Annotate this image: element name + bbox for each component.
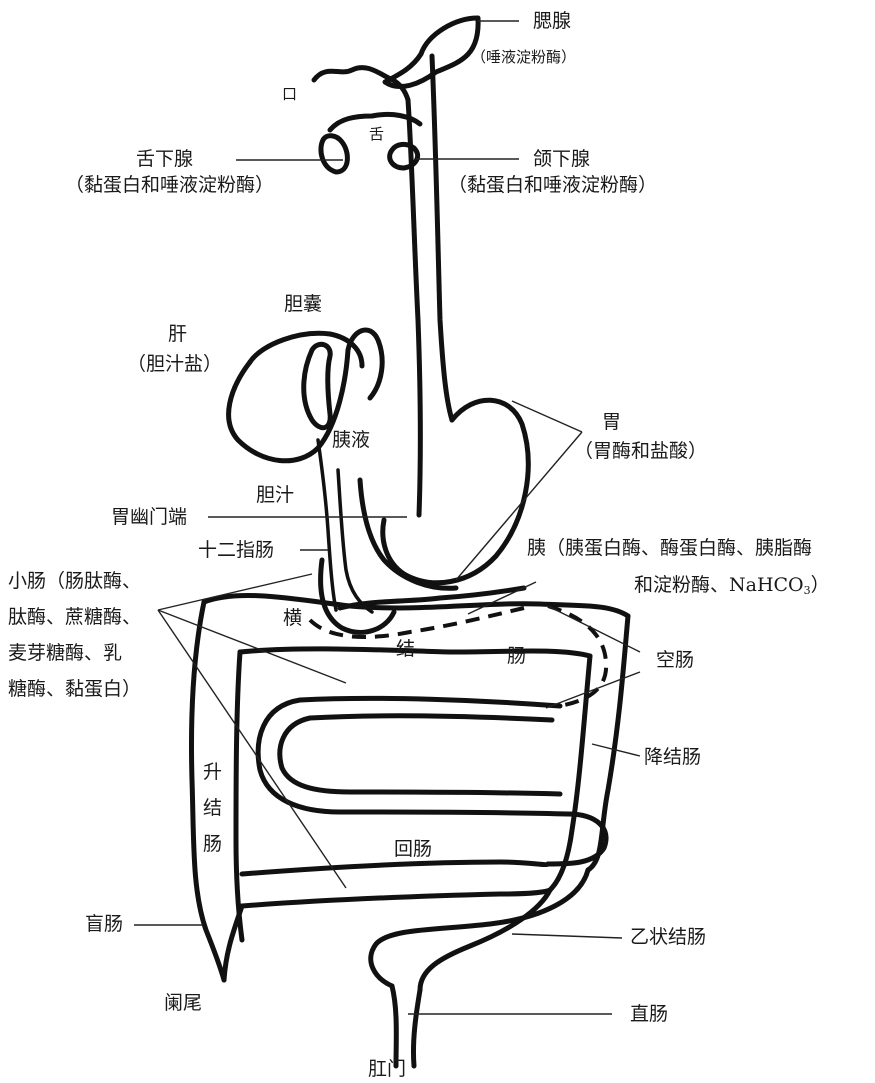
descending-colon-outer xyxy=(588,616,628,870)
label-transverse-3: 肠 xyxy=(507,647,526,666)
label-pancreas-enzymes: 胰（胰蛋白酶、酶蛋白酶、胰脂酶 xyxy=(527,539,812,558)
label-cecum: 盲肠 xyxy=(85,915,123,934)
label-bile: 胆汁 xyxy=(256,486,294,505)
ileum-loop-2 xyxy=(548,814,606,864)
label-sublingual: 舌下腺 xyxy=(136,150,193,169)
label-stomach-secretion: （胃酶和盐酸） xyxy=(574,442,707,461)
sublingual-gland xyxy=(321,136,347,172)
label-stomach: 胃 xyxy=(602,413,621,432)
stomach-outline xyxy=(383,400,528,583)
pancreas-close-text: ） xyxy=(811,574,830,596)
label-ileum: 回肠 xyxy=(394,840,432,859)
ileum-lower xyxy=(242,862,548,874)
esophagus-wall xyxy=(432,56,452,420)
label-descending-colon: 降结肠 xyxy=(644,748,701,767)
label-mouth: 口 xyxy=(282,87,297,102)
label-ascending-colon: 升 结 肠 xyxy=(203,754,222,862)
pancreatic-duct xyxy=(338,470,372,612)
label-sublingual-enzyme: （黏蛋白和唾液淀粉酶） xyxy=(65,176,274,195)
label-jejunum: 空肠 xyxy=(656,651,694,670)
label-duodenum: 十二指肠 xyxy=(198,541,274,560)
rectum-right xyxy=(413,990,420,1066)
ileum-loop-1-inner xyxy=(280,716,560,794)
stomach-inner xyxy=(360,480,456,588)
label-rectum: 直肠 xyxy=(630,1005,668,1024)
label-small-intestine: 小肠（肠肽酶、 肽酶、蔗糖酶、 麦芽糖酶、乳 糖酶、黏蛋白） xyxy=(8,563,141,707)
leader-small-1 xyxy=(158,574,312,610)
pancreas-suffix-text: 和淀粉酶、NaHCO xyxy=(634,574,804,596)
label-pancreas-bicarbonate: 和淀粉酶、NaHCO3） xyxy=(634,576,830,596)
label-gallbladder: 胆囊 xyxy=(284,295,322,314)
label-submandibular-enzyme: （黏蛋白和唾液淀粉酶） xyxy=(448,176,657,195)
rectum-left xyxy=(392,986,396,1066)
pancreas-subscript: 3 xyxy=(804,584,811,597)
ascending-colon-inner xyxy=(236,652,242,940)
leader-sigmoid xyxy=(512,934,622,938)
label-appendix: 阑尾 xyxy=(164,994,202,1013)
label-submandibular: 颌下腺 xyxy=(533,150,590,169)
label-parotid: 腮腺 xyxy=(533,12,571,31)
leader-jejunum-2 xyxy=(546,672,640,708)
label-transverse-2: 结 xyxy=(396,640,415,659)
gallbladder-outline xyxy=(304,344,330,427)
leader-pancreas xyxy=(468,582,536,614)
transverse-colon-dashed xyxy=(310,608,524,637)
label-liver: 肝 xyxy=(168,325,187,344)
label-tongue: 舌 xyxy=(369,127,384,142)
label-pancreatic-juice: 胰液 xyxy=(332,431,370,450)
label-liver-secretion: （胆汁盐） xyxy=(127,355,222,374)
ileum-lower-inner xyxy=(242,890,550,906)
label-anus: 肛门 xyxy=(368,1060,406,1079)
label-transverse-1: 横 xyxy=(283,609,302,628)
label-pylorus: 胃幽门端 xyxy=(111,508,187,527)
label-sigmoid-colon: 乙状结肠 xyxy=(630,928,706,947)
appendix xyxy=(224,906,242,980)
descending-colon-inner xyxy=(550,656,590,890)
sigmoid-colon-inner xyxy=(420,890,550,990)
label-parotid-enzyme: （唾液淀粉酶） xyxy=(471,50,576,65)
